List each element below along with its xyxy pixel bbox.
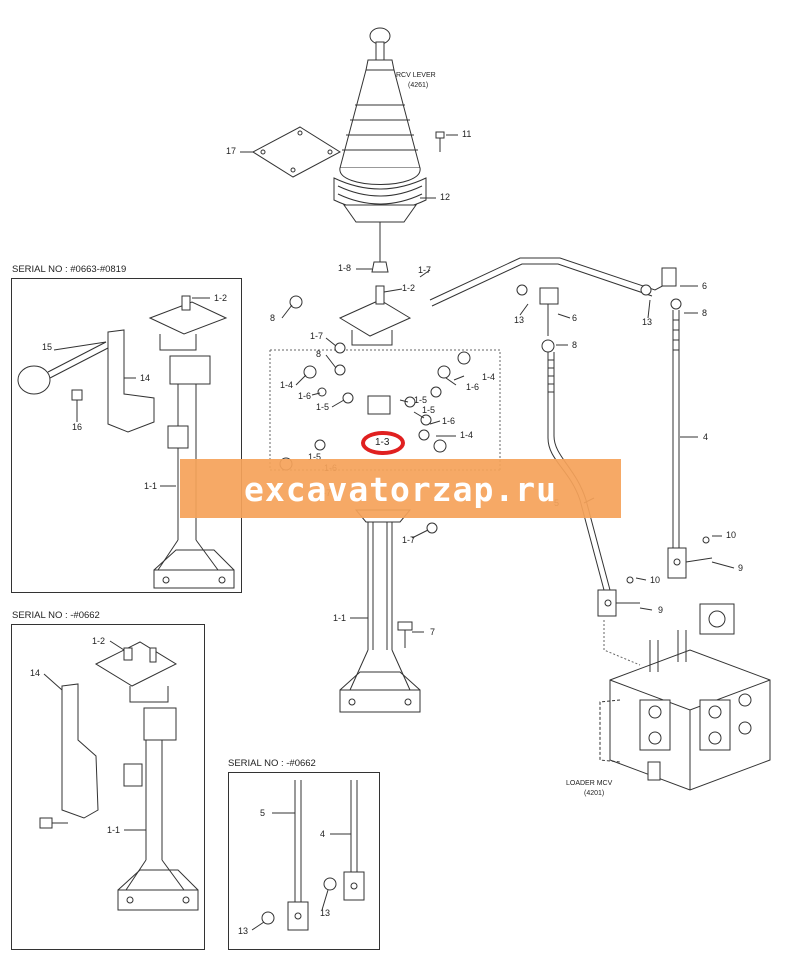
part-label: 1-2	[214, 293, 228, 303]
part-label: 1-6	[442, 416, 456, 426]
part-label: 1-4	[482, 372, 496, 382]
part-label: 10	[726, 530, 737, 540]
part-label: 1-5	[308, 452, 322, 462]
part-label: 8	[572, 340, 578, 350]
part-label: 1-8	[338, 263, 352, 273]
serial-box-2	[11, 624, 205, 950]
serial-box-2-drawing	[39, 640, 199, 911]
highlighted-part-label: 1-3	[375, 437, 390, 448]
part-label: 1-5	[414, 395, 428, 405]
rcv-lever-assembly	[333, 27, 427, 273]
part-label: 1-7	[402, 535, 416, 545]
part-label: 8	[702, 308, 708, 318]
serial-box-3-drawing	[251, 780, 365, 931]
part-label: 13	[642, 317, 653, 327]
part-label: 1-1	[107, 825, 121, 835]
loader-mcv-code: (4201)	[584, 790, 605, 797]
part-label: 9	[738, 563, 744, 573]
part-label: 1-6	[466, 382, 480, 392]
part-label: 6	[572, 313, 578, 323]
part-label: 7	[430, 627, 436, 637]
part-label: 1-7	[418, 265, 432, 275]
part-label: 1-4	[280, 380, 294, 390]
part-label: 1-1	[333, 613, 347, 623]
part-label: 1-7	[310, 331, 324, 341]
part-label: 14	[30, 668, 41, 678]
highlight-ring	[361, 431, 405, 455]
serial-box-2-title: SERIAL NO : -#0662	[12, 610, 100, 621]
part-label: 1-1	[144, 481, 158, 491]
part-label: 1-5	[316, 402, 330, 412]
part-label: 10	[650, 575, 661, 585]
part-label: 13	[238, 926, 249, 936]
part-label: 6	[702, 281, 708, 291]
part-label: 11	[462, 129, 472, 139]
part-label: 8	[316, 349, 322, 359]
rcv-lever-label: RCV LEVER	[396, 72, 436, 79]
serial-box-1-drawing	[17, 295, 235, 589]
part-label: 9	[658, 605, 664, 615]
serial-box-1-title: SERIAL NO : #0663-#0819	[12, 264, 127, 275]
part-label: 15	[42, 342, 53, 352]
part-label: 4	[703, 432, 709, 442]
part-label: 8	[270, 313, 276, 323]
part-label: 14	[140, 373, 151, 383]
part-label: 1-2	[92, 636, 106, 646]
part-label: 12	[440, 192, 451, 202]
part-label: 13	[320, 908, 331, 918]
serial-box-1	[11, 278, 242, 593]
serial-box-3	[228, 772, 380, 950]
part-label: 17	[226, 146, 237, 156]
part-label: 16	[72, 422, 83, 432]
watermark-band	[180, 459, 621, 518]
loader-mcv-valve	[599, 603, 771, 791]
part-label: 1-5	[422, 405, 436, 415]
part-label: 4	[320, 829, 326, 839]
part-label: 13	[514, 315, 525, 325]
loader-mcv-label: LOADER MCV	[566, 780, 613, 787]
serial-box-3-title: SERIAL NO : -#0662	[228, 758, 316, 769]
part-label: 5	[260, 808, 266, 818]
watermark-text: excavatorzap.ru	[243, 470, 557, 509]
part-label: 1-2	[402, 283, 416, 293]
part-label: 1-6	[298, 391, 312, 401]
rcv-lever-code: (4261)	[408, 82, 429, 89]
part-label: 1-4	[460, 430, 474, 440]
